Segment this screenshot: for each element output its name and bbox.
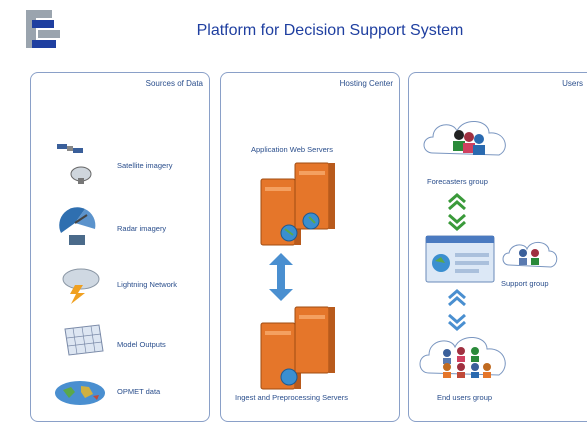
web-servers-label: Application Web Servers: [251, 145, 333, 154]
end-users-cloud-icon: [419, 337, 506, 378]
satellite-icon: [57, 144, 92, 184]
chevrons-up-down-icon-2: [448, 289, 466, 331]
users-panel: Users Forecasters group: [408, 72, 587, 422]
chevrons-up-down-icon: [448, 193, 466, 231]
hosting-panel-title: Hosting Center: [339, 79, 393, 88]
radar-dish-icon: [59, 207, 96, 245]
users-panel-title: Users: [562, 79, 583, 88]
ingest-servers-label: Ingest and Preprocessing Servers: [235, 393, 348, 402]
bidirectional-arrow-icon: [269, 253, 293, 301]
source-label-lightning: Lightning Network: [117, 280, 178, 289]
sources-panel-title: Sources of Data: [145, 79, 203, 88]
page-title: Platform for Decision Support System: [196, 22, 464, 39]
lightning-cloud-icon: [62, 268, 100, 304]
ingest-servers-icon: [260, 306, 335, 390]
forecasters-cloud-icon: [423, 121, 506, 156]
hosting-panel: Hosting Center Application Web Servers I: [220, 72, 400, 422]
sources-panel: Sources of Data Satellite imagery Radar …: [30, 72, 210, 422]
source-label-radar: Radar imagery: [117, 224, 167, 233]
logo-icon: [26, 10, 60, 48]
world-map-icon: [55, 381, 105, 405]
support-label: Support group: [501, 279, 549, 288]
dashboard-window-icon: [425, 235, 495, 283]
support-cloud-icon: [502, 242, 558, 268]
web-servers-icon: [260, 162, 335, 246]
forecasters-label: Forecasters group: [427, 177, 488, 186]
source-label-opmet: OPMET data: [117, 387, 161, 396]
source-label-model: Model Outputs: [117, 340, 166, 349]
source-label-satellite: Satellite imagery: [117, 161, 173, 170]
end-users-label: End users group: [437, 393, 493, 402]
model-grid-icon: [64, 324, 104, 356]
